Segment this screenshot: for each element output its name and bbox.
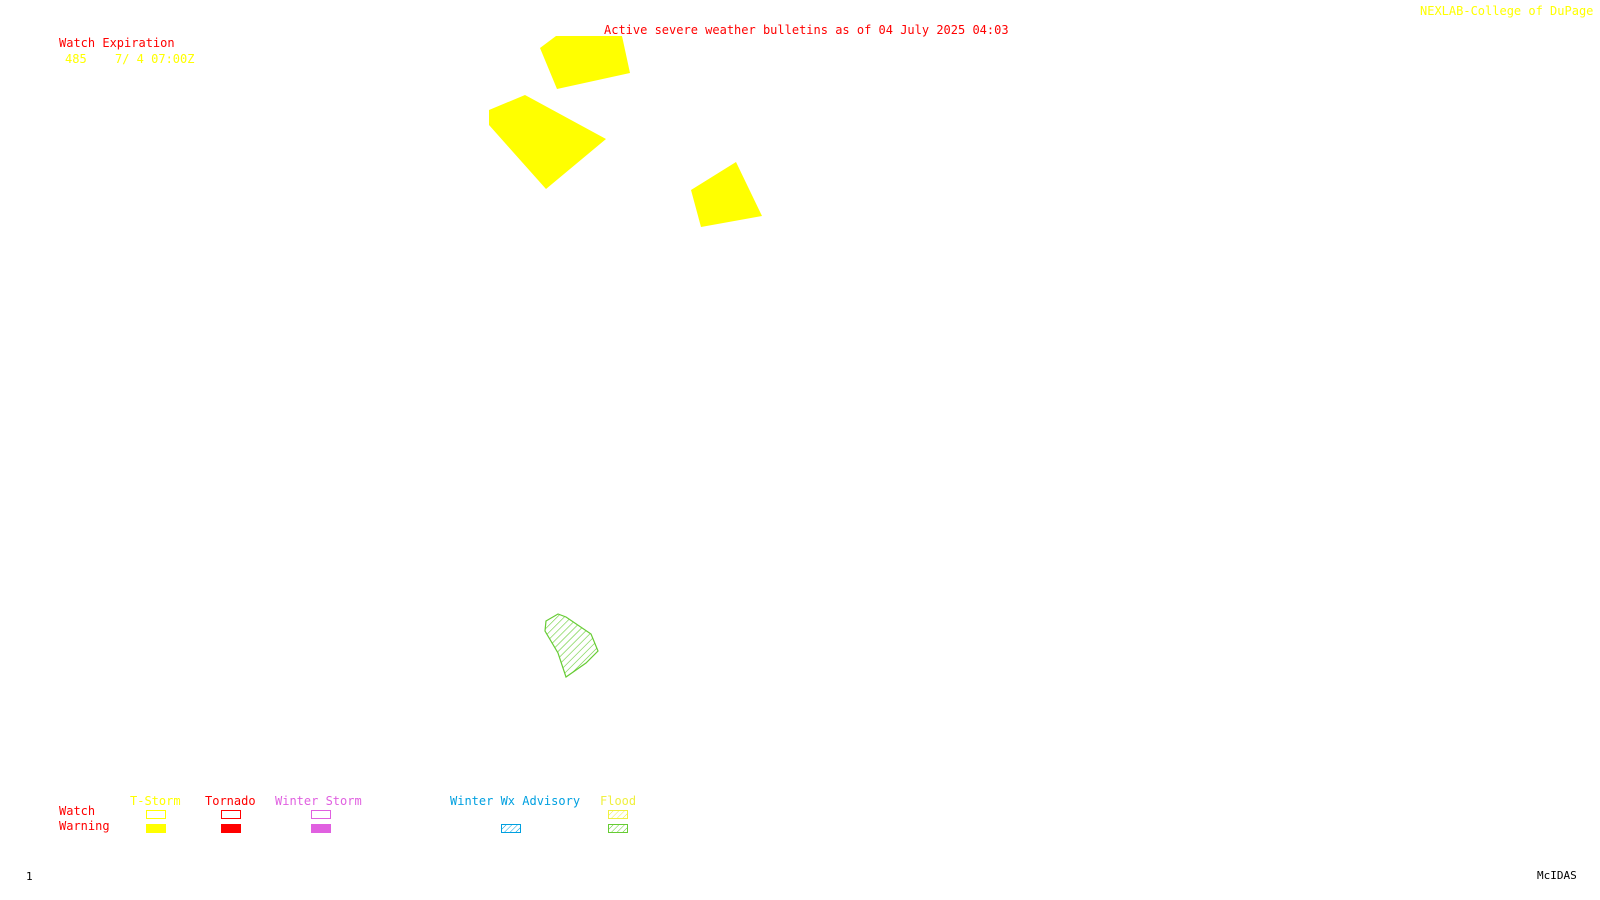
legend-flood-warning-swatch (608, 824, 628, 833)
tstorm-warning-polygon-north (540, 36, 630, 89)
legend-tstorm-watch-swatch (146, 810, 166, 819)
legend-winter-advisory-swatch (501, 824, 521, 833)
legend-tornado-watch-swatch (221, 810, 241, 819)
legend-winter-storm-warning-swatch (311, 824, 331, 833)
tstorm-warning-polygon-west (489, 95, 606, 189)
legend-tornado-warning-swatch (221, 824, 241, 833)
frame-number: 1 (26, 870, 33, 883)
legend-winter-storm-label: Winter Storm (275, 794, 362, 808)
tstorm-warning-polygon-east (691, 162, 762, 227)
legend-tstorm-label: T-Storm (130, 794, 181, 808)
flood-warning-polygon (544, 613, 599, 678)
watch-expiration-title: Watch Expiration (59, 36, 175, 50)
legend-watch-label: Watch (59, 804, 96, 818)
legend-winter-storm-watch-swatch (311, 810, 331, 819)
legend-tstorm-warning-swatch (146, 824, 166, 833)
legend-winter-advisory-label: Winter Wx Advisory (450, 794, 581, 808)
legend-tornado-label: Tornado (205, 794, 256, 808)
legend-flood-watch-swatch (608, 810, 628, 819)
legend-flood-label: Flood (600, 794, 637, 808)
software-label: McIDAS (1537, 869, 1577, 882)
watch-expiration-time: 7/ 4 07:00Z (115, 52, 195, 66)
credit-label: NEXLAB-College of DuPage R (1420, 4, 1600, 18)
legend-warning-label: Warning (59, 819, 110, 833)
watch-number: 485 (65, 52, 87, 66)
bulletin-title: Active severe weather bulletins as of 04… (604, 23, 1009, 37)
